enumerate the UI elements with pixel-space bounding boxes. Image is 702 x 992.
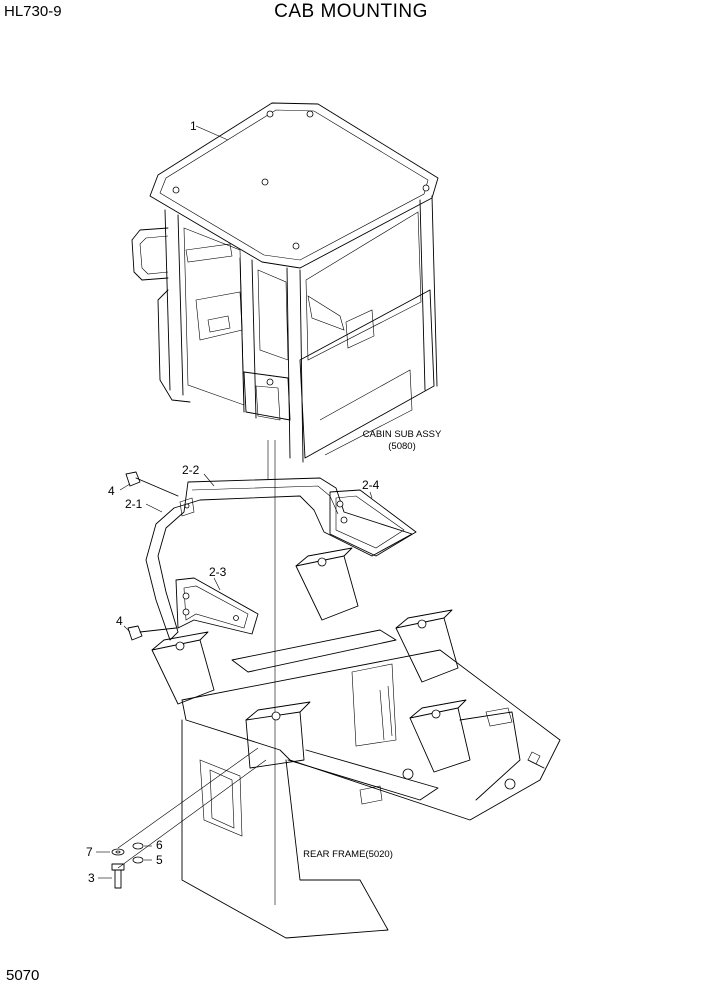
callout-7: 7: [86, 845, 93, 859]
callout-1: 1: [190, 119, 197, 133]
leader-line: [117, 759, 267, 869]
leader-line: [117, 747, 259, 849]
callout-3: 3: [88, 871, 95, 885]
callout-4-bottom: 4: [116, 614, 123, 628]
page-title: CAB MOUNTING: [274, 1, 428, 22]
hardware-stack: [111, 842, 144, 889]
bolt-4: [125, 471, 179, 641]
callout-2-3: 2-3: [209, 565, 227, 579]
rear-frame: [151, 547, 561, 939]
callout-2-1: 2-1: [125, 497, 143, 511]
cab-assembly: [131, 102, 439, 463]
cabin-sub-assy-ref: (5080): [388, 441, 416, 452]
cabin-sub-assy-note: CABIN SUB ASSY: [362, 429, 442, 440]
callout-5: 5: [156, 853, 163, 867]
callout-2-2: 2-2: [182, 463, 200, 477]
mounting-bracket: [145, 477, 417, 641]
page-number: 5070: [6, 967, 40, 984]
callout-6: 6: [156, 838, 163, 852]
callout-leaders: [96, 125, 373, 879]
rear-frame-note: REAR FRAME(5020): [303, 849, 393, 860]
callout-2-4: 2-4: [362, 478, 380, 492]
model-number: HL730-9: [4, 3, 62, 20]
callout-4-top: 4: [108, 484, 115, 498]
